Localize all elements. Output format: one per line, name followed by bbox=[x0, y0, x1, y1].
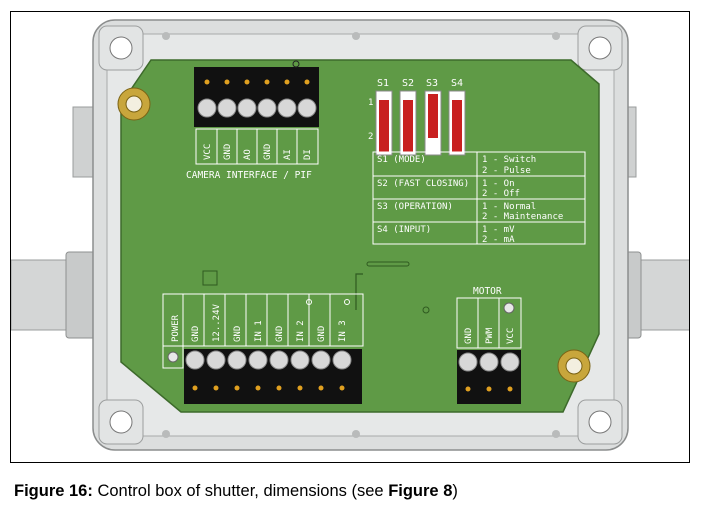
cam-pin-label-di: DI bbox=[303, 149, 313, 160]
caption-text: Control box of shutter, dimensions (see bbox=[92, 482, 389, 500]
setting-s4-name: S4 (INPUT) bbox=[377, 225, 431, 235]
motor-connector-label-box bbox=[456, 297, 522, 349]
caption-end: ) bbox=[452, 482, 458, 500]
dip-label-s1: S1 bbox=[377, 78, 389, 89]
motor-title: MOTOR bbox=[473, 286, 502, 297]
camera-interface-screws bbox=[197, 98, 317, 118]
motor-pin-label-gnd: GND bbox=[464, 328, 474, 344]
camera-interface-label-box bbox=[195, 128, 319, 165]
setting-s2-opt1: 1 - On bbox=[482, 179, 515, 189]
power-pin-label-3: GND bbox=[233, 326, 243, 342]
caption-label: Figure 16: bbox=[14, 482, 93, 500]
control-box-diagram: VCC GND AO GND AI DI CAMERA INTERFACE / … bbox=[11, 19, 689, 451]
power-pin-label-5: GND bbox=[275, 326, 285, 342]
pcb-board bbox=[120, 59, 600, 413]
cam-pin-label-gnd: GND bbox=[223, 144, 233, 160]
dip-label-s2: S2 bbox=[402, 78, 414, 89]
motor-indicator-hole bbox=[503, 302, 515, 314]
figure-frame: VCC GND AO GND AI DI CAMERA INTERFACE / … bbox=[10, 11, 690, 463]
power-indicator-hole bbox=[167, 351, 179, 363]
motor-pin-label-vcc: VCC bbox=[506, 328, 516, 344]
setting-s1-opt1: 1 - Switch bbox=[482, 155, 536, 165]
board-mount-hole-right bbox=[557, 349, 591, 383]
camera-interface-pin-dots bbox=[204, 79, 310, 85]
dip-label-s4: S4 bbox=[451, 78, 463, 89]
dip-slider-s2 bbox=[403, 100, 413, 152]
power-pin8-marker bbox=[344, 299, 350, 305]
motor-pin-labels: GND PWM VCC bbox=[464, 327, 516, 344]
power-pin-label-8: IN 3 bbox=[338, 320, 348, 342]
dip-switch: S1 S2 S3 S4 1 2 bbox=[368, 78, 466, 156]
silk-bar bbox=[366, 261, 410, 267]
camera-interface-pin-labels: VCC GND AO GND AI DI bbox=[203, 144, 313, 160]
power-pin-label-6: IN 2 bbox=[296, 320, 306, 342]
cam-pin-label-ai: AI bbox=[283, 149, 293, 160]
setting-s4-opt1: 1 - mV bbox=[482, 225, 515, 235]
power-pin-label-4: IN 1 bbox=[254, 320, 264, 342]
settings-table: S1 (MODE) 1 - Switch 2 - Pulse S2 (FAST … bbox=[372, 151, 586, 245]
caption-figure-ref[interactable]: Figure 8 bbox=[388, 482, 453, 500]
cam-pin-label-gnd2: GND bbox=[263, 144, 273, 160]
power-pin6-marker bbox=[306, 299, 312, 305]
silk-via bbox=[422, 306, 430, 314]
setting-s3-name: S3 (OPERATION) bbox=[377, 202, 453, 212]
setting-s3-opt2: 2 - Maintenance bbox=[482, 212, 563, 222]
motor-pin-label-pwm: PWM bbox=[485, 327, 495, 344]
dip-slider-s3 bbox=[428, 94, 438, 138]
mount-hole-top-right bbox=[577, 25, 623, 71]
mount-hole-top-left bbox=[98, 25, 144, 71]
figure-caption: Figure 16: Control box of shutter, dimen… bbox=[14, 482, 458, 501]
dip-row-label-2: 2 bbox=[368, 132, 373, 142]
setting-s2-opt2: 2 - Off bbox=[482, 189, 520, 199]
cam-pin-label-ao: AO bbox=[243, 149, 253, 160]
setting-s2-name: S2 (FAST CLOSING) bbox=[377, 179, 469, 189]
power-connector bbox=[184, 349, 362, 404]
mount-hole-bottom-right bbox=[577, 399, 623, 445]
dip-slider-s4 bbox=[452, 100, 462, 152]
setting-s4-opt2: 2 - mA bbox=[482, 235, 515, 245]
cam-pin-label-vcc: VCC bbox=[203, 144, 213, 160]
board-mount-hole-left bbox=[117, 87, 151, 121]
motor-connector bbox=[457, 350, 521, 404]
power-pin-labels: GND 12..24V GND IN 1 GND IN 2 GND IN 3 bbox=[191, 303, 348, 342]
power-pin-label-2: 12..24V bbox=[212, 303, 222, 342]
setting-s1-opt2: 2 - Pulse bbox=[482, 166, 531, 176]
silk-square-marker bbox=[202, 270, 218, 286]
power-title: POWER bbox=[171, 314, 181, 342]
dip-row-label-1: 1 bbox=[368, 98, 373, 108]
dip-slider-s1 bbox=[379, 100, 389, 152]
camera-interface-title: CAMERA INTERFACE / PIF bbox=[186, 170, 312, 181]
dip-label-s3: S3 bbox=[426, 78, 438, 89]
setting-s3-opt1: 1 - Normal bbox=[482, 202, 536, 212]
silk-trace bbox=[355, 273, 363, 310]
setting-s1-name: S1 (MODE) bbox=[377, 155, 426, 165]
power-connector-label-box bbox=[162, 293, 364, 369]
power-pin-label-1: GND bbox=[191, 326, 201, 342]
camera-interface-connector bbox=[194, 60, 319, 127]
rim-screws bbox=[162, 32, 560, 438]
power-pin-label-7: GND bbox=[317, 326, 327, 342]
mount-hole-bottom-left bbox=[98, 399, 144, 445]
